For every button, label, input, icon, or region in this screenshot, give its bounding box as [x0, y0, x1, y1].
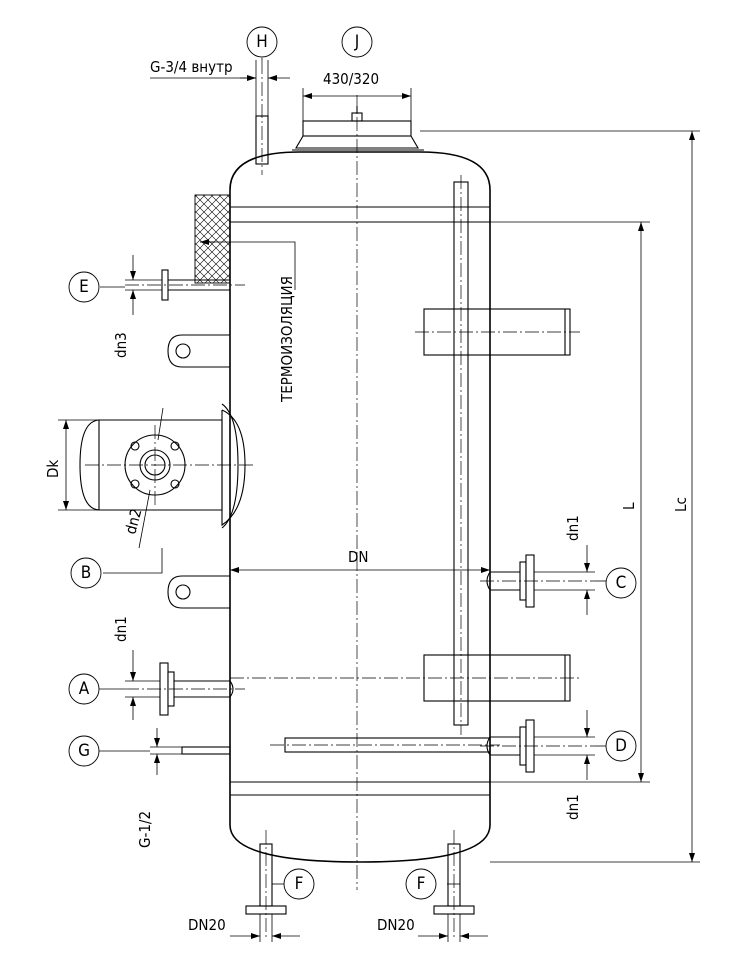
top-flange — [292, 106, 424, 151]
nozzle-e — [125, 269, 245, 301]
label-dn1-c: dn1 — [564, 515, 582, 541]
label-top-size: 430/320 — [323, 70, 379, 88]
pipe-h — [255, 60, 269, 175]
label-dn3: dn3 — [112, 332, 130, 358]
svg-text:F: F — [295, 874, 304, 894]
marker-g: G — [68, 735, 100, 767]
insulation-hatch — [194, 194, 231, 284]
svg-text:B: B — [81, 563, 92, 583]
marker-f-right: F — [405, 868, 437, 900]
nozzle-g — [181, 746, 231, 755]
label-insulation: ТЕРМОИЗОЛЯЦИЯ — [278, 276, 296, 403]
svg-text:A: A — [79, 679, 90, 699]
label-dn: DN — [348, 548, 369, 566]
marker-h: H — [246, 26, 278, 58]
bottom-internal-tube — [270, 737, 500, 753]
internal-tube — [453, 175, 469, 735]
marker-b: B — [70, 557, 102, 589]
nozzle-c — [480, 554, 595, 608]
leg-left — [245, 830, 287, 940]
label-l: L — [620, 502, 638, 510]
svg-text:H: H — [256, 32, 268, 52]
marker-f-left: F — [283, 868, 315, 900]
label-dn20-left: DN20 — [188, 916, 226, 934]
svg-text:C: C — [616, 573, 627, 593]
leg-right — [433, 830, 475, 940]
nozzle-a — [125, 662, 245, 716]
svg-text:E: E — [79, 277, 89, 297]
lifting-lug-top — [167, 334, 230, 368]
label-lc: Lc — [672, 497, 690, 512]
label-dn1-d: dn1 — [564, 794, 582, 820]
marker-a: A — [68, 673, 100, 705]
heater-box-top — [415, 308, 580, 356]
svg-text:F: F — [417, 874, 426, 894]
svg-text:D: D — [615, 736, 627, 756]
svg-text:G: G — [78, 741, 90, 761]
svg-text:J: J — [354, 32, 360, 52]
marker-d: D — [605, 730, 637, 762]
nozzle-d — [480, 719, 595, 773]
label-g34: G-3/4 внутр — [150, 58, 233, 76]
marker-e: E — [68, 271, 100, 303]
lifting-lug-bottom — [167, 575, 230, 609]
label-dk: Dk — [44, 460, 62, 478]
heater-box-bottom — [230, 654, 580, 702]
marker-c: C — [605, 567, 637, 599]
manhole-b — [79, 403, 255, 549]
vessel-shell — [229, 151, 491, 863]
label-dn20-right: DN20 — [377, 916, 415, 934]
marker-j: J — [341, 26, 373, 58]
label-g12: G-1/2 — [136, 811, 154, 848]
label-dn1-a: dn1 — [112, 616, 130, 642]
